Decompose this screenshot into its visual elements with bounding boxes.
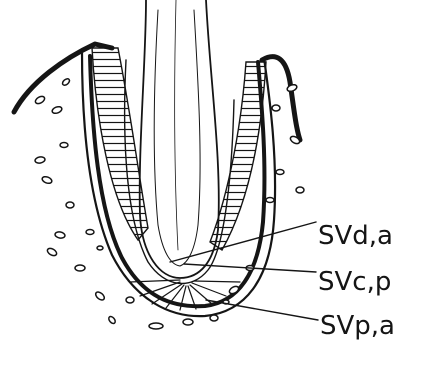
label-svp: SVp,a [320,311,395,341]
leader-svd [170,222,316,262]
shaft-inner-line-right [180,10,200,266]
label-svc: SVc,p [318,267,391,297]
shaft-inner-line-mid [175,0,178,250]
label-svd: SVd,a [318,221,393,251]
leader-svp [206,300,318,320]
outer-membrane-right [262,57,300,140]
central-shaft [140,0,219,278]
shaft-inner-line-left [154,10,180,266]
